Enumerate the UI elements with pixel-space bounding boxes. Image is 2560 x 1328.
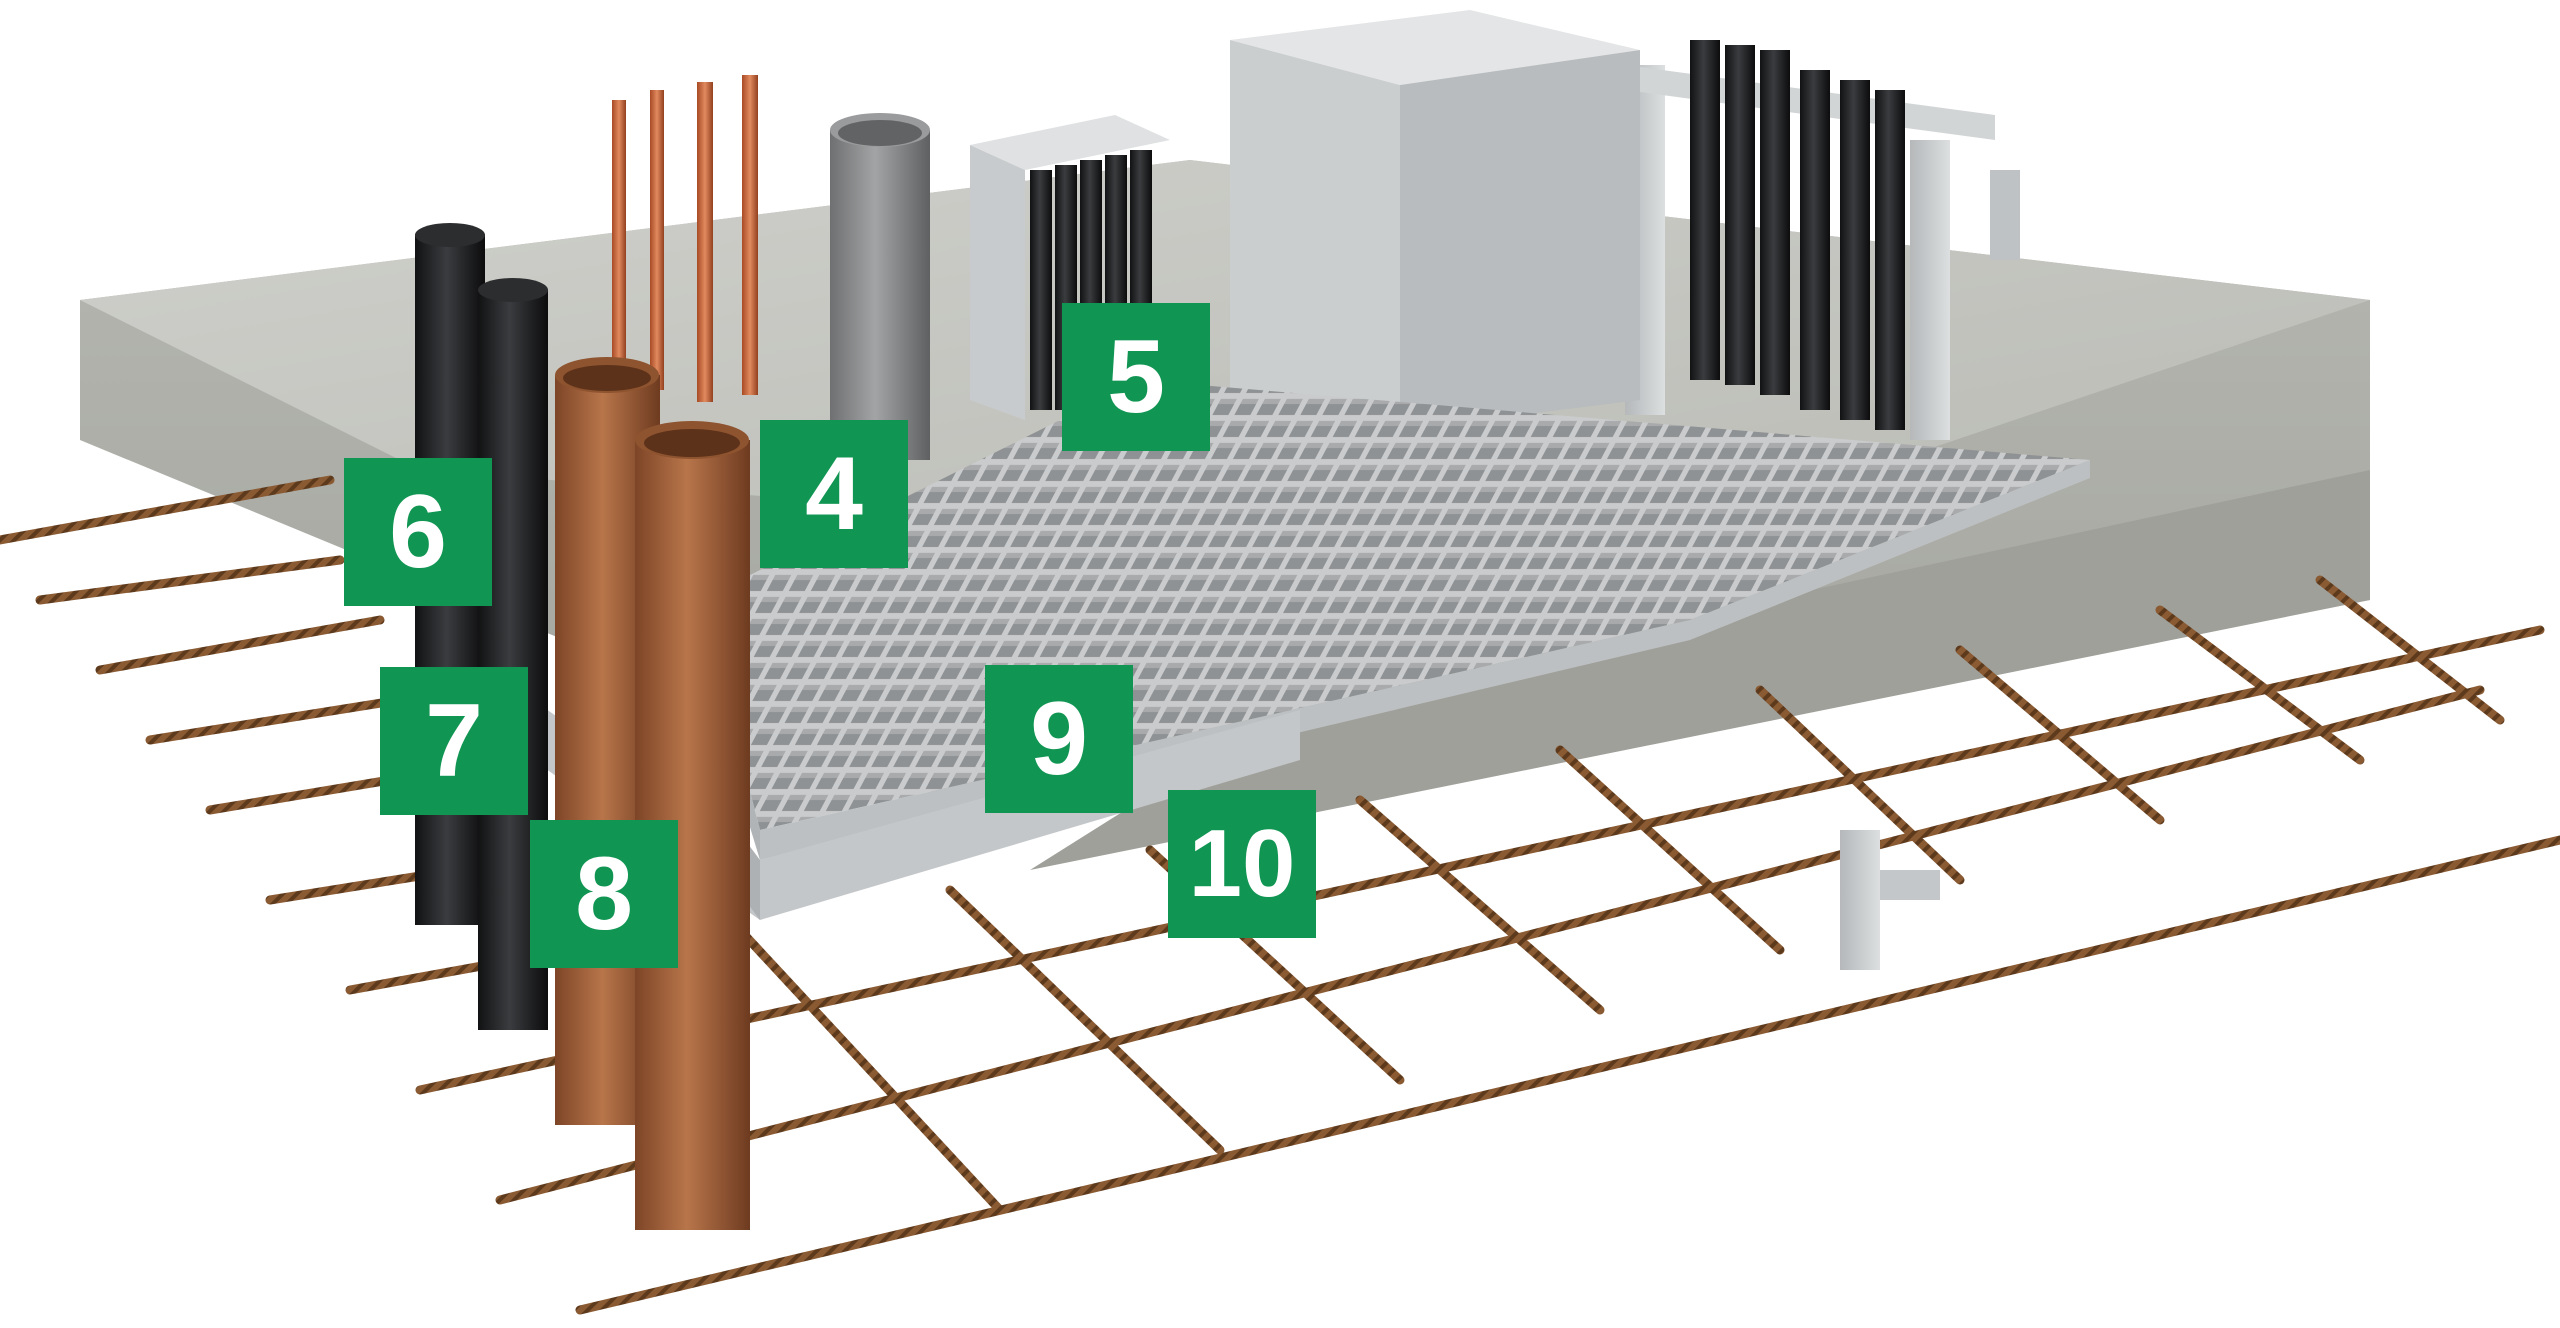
clay-pipes bbox=[555, 357, 750, 1230]
support-bracket bbox=[1840, 830, 1940, 970]
marker-8: 8 bbox=[530, 820, 678, 968]
marker-7: 7 bbox=[380, 667, 528, 815]
grey-pipe bbox=[830, 113, 930, 460]
black-pipes bbox=[415, 223, 548, 1030]
marker-9: 9 bbox=[985, 665, 1133, 813]
copper-pipes bbox=[612, 75, 758, 402]
marker-4: 4 bbox=[760, 420, 908, 568]
cable-bundle-right bbox=[1690, 40, 1905, 430]
marker-10: 10 bbox=[1168, 790, 1316, 938]
marker-6: 6 bbox=[344, 458, 492, 606]
steel-sleeve-box bbox=[1230, 10, 1640, 430]
marker-5: 5 bbox=[1062, 303, 1210, 451]
